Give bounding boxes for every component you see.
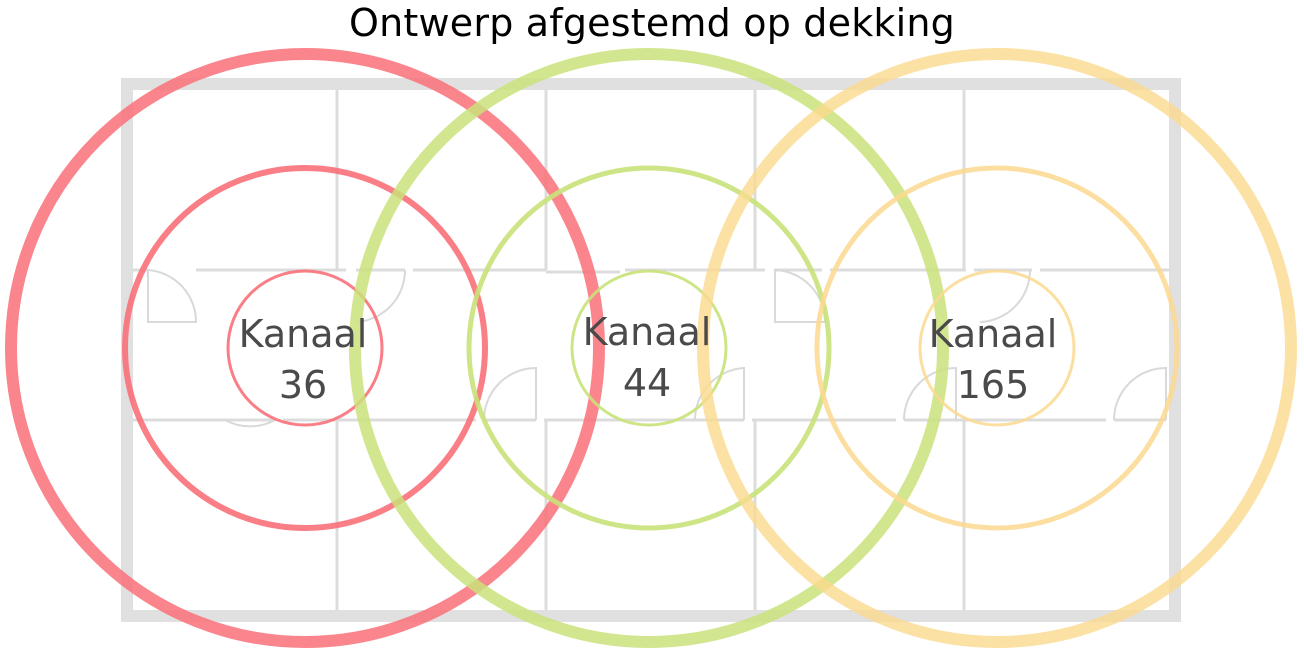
coverage-ap-165 <box>697 48 1297 648</box>
channel-label-number: 44 <box>623 361 671 405</box>
coverage-ring-inner <box>918 269 1076 427</box>
channel-label-line1: Kanaal <box>239 312 368 356</box>
coverage-ring-middle <box>122 165 488 531</box>
coverage-ring-outer <box>5 48 605 648</box>
door <box>356 269 407 323</box>
door <box>774 268 827 323</box>
coverage-ring-middle <box>466 165 832 531</box>
door <box>979 269 1031 323</box>
door <box>483 366 537 421</box>
door <box>224 419 276 428</box>
door <box>1113 366 1167 421</box>
coverage-ring-inner <box>226 269 384 427</box>
door <box>147 268 198 323</box>
coverage-ring-inner <box>570 269 728 427</box>
channel-label-line1: Kanaal <box>929 312 1058 356</box>
door <box>903 366 957 421</box>
coverage-ap-36 <box>5 48 605 648</box>
coverage-ap-44 <box>349 48 949 648</box>
diagram-title: Ontwerp afgestemd op dekking <box>349 1 955 45</box>
coverage-ring-middle <box>814 165 1180 531</box>
coverage-ring-outer <box>349 48 949 648</box>
coverage-ring-outer <box>697 48 1297 648</box>
channel-label-line1: Kanaal <box>583 310 712 354</box>
channel-label-number: 36 <box>279 363 327 407</box>
channel-label-number: 165 <box>957 363 1030 407</box>
